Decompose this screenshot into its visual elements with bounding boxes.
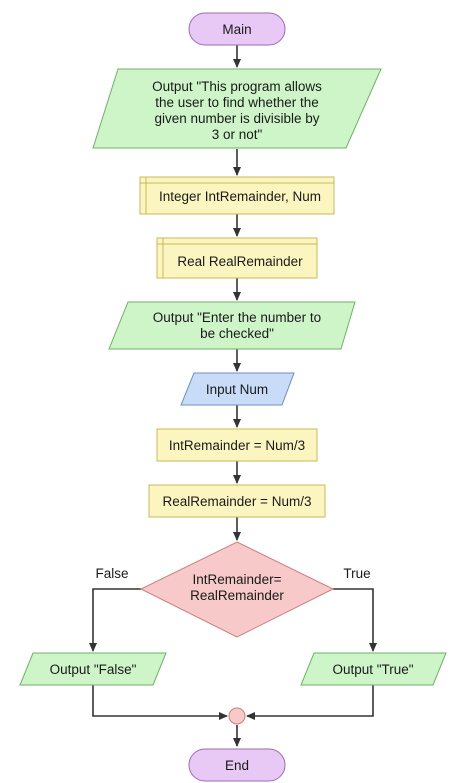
start-terminal: Main [188, 12, 286, 46]
end-label: End [225, 758, 249, 773]
edge-decision-true [333, 588, 377, 652]
declare-int-node: Integer IntRemainder, Num [139, 176, 335, 215]
edge-false-to-join [92, 685, 228, 720]
assign-int-node: IntRemainder = Num/3 [156, 428, 318, 462]
input-num-label: Input Num [206, 382, 268, 397]
output-intro-line-1: Output "This program allows [152, 79, 322, 94]
output-prompt-node: Output "Enter the number to be checked" [108, 301, 356, 350]
assign-int-label: IntRemainder = Num/3 [169, 438, 305, 453]
output-false-label: Output "False" [50, 662, 137, 677]
assign-real-node: RealRemainder = Num/3 [148, 484, 326, 518]
output-intro-node: Output "This program allows the user to … [92, 68, 382, 149]
output-intro-line-4: 3 or not" [212, 127, 263, 142]
output-true-node: Output "True" [300, 652, 447, 686]
output-prompt-line-2: be checked" [200, 326, 274, 341]
output-intro-line-2: the user to find whether the [155, 95, 319, 110]
output-prompt-line-1: Output "Enter the number to [153, 310, 321, 325]
decision-node: IntRemainder= RealRemainder [139, 541, 335, 638]
edge-decision-false [89, 588, 141, 652]
edge-true-to-join [246, 685, 374, 720]
declare-real-label: Real RealRemainder [177, 254, 303, 269]
assign-real-label: RealRemainder = Num/3 [163, 494, 312, 509]
declare-real-node: Real RealRemainder [156, 237, 318, 279]
decision-line-2: RealRemainder [190, 588, 284, 603]
false-branch-label: False [95, 566, 128, 581]
decision-line-1: IntRemainder= [193, 572, 282, 587]
connectors [89, 45, 377, 747]
output-true-label: Output "True" [332, 662, 413, 677]
output-false-node: Output "False" [19, 652, 167, 686]
declare-int-label: Integer IntRemainder, Num [159, 189, 321, 204]
end-terminal: End [188, 748, 286, 782]
join-connector [228, 707, 246, 725]
input-num-node: Input Num [180, 372, 295, 406]
true-branch-label: True [343, 566, 370, 581]
output-intro-line-3: given number is divisible by [154, 111, 319, 126]
start-label: Main [222, 22, 251, 37]
